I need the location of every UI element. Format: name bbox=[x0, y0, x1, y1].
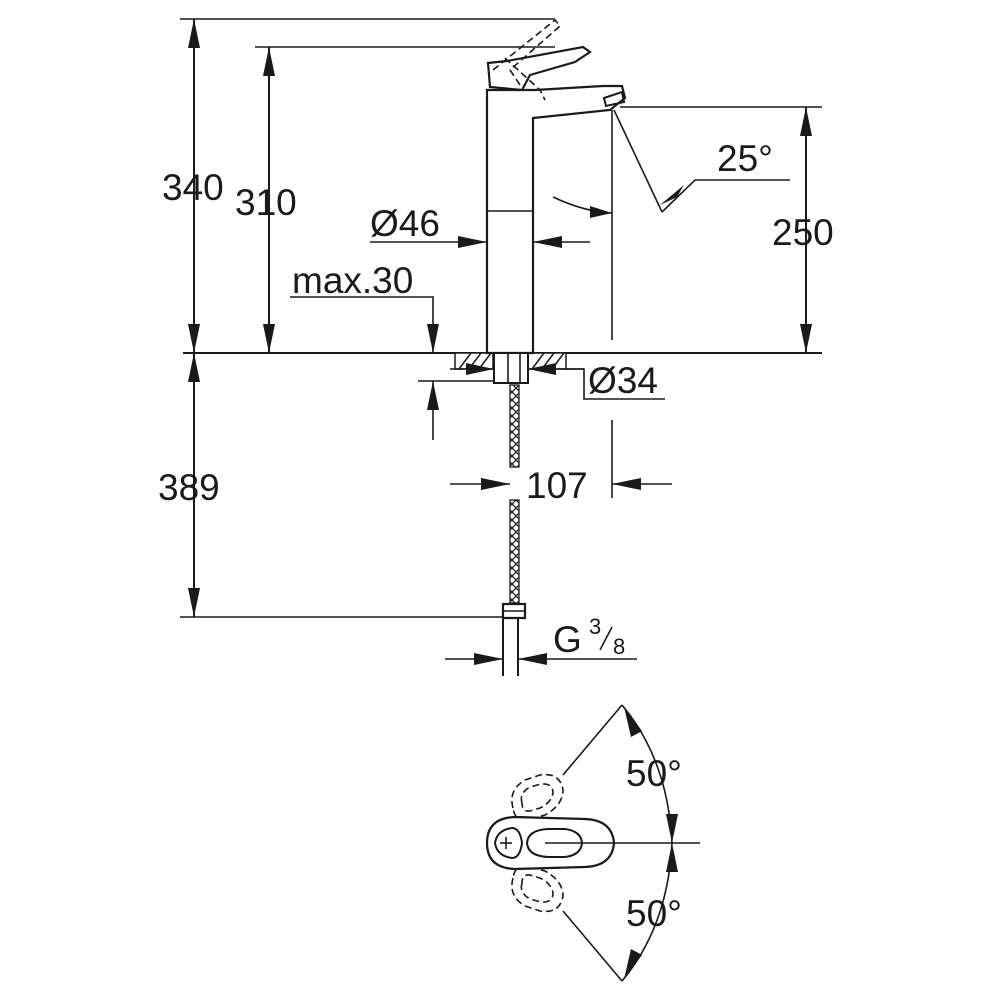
mounting-nut bbox=[493, 352, 529, 384]
dimension-thread: G 3 8 bbox=[445, 614, 637, 665]
lever-rotated-up bbox=[511, 773, 564, 822]
body-diameter-label: Ø46 bbox=[370, 203, 440, 244]
dimension-spout-height: 250 bbox=[620, 106, 834, 353]
deck-thickness-label: max.30 bbox=[292, 260, 413, 301]
spout-angle-label: 25° bbox=[717, 138, 773, 179]
spout-height-label: 250 bbox=[772, 212, 834, 253]
supply-hose-lower bbox=[509, 499, 520, 604]
spout-reach-label: 107 bbox=[526, 465, 588, 506]
lever-handle-open-position bbox=[492, 18, 562, 86]
faucet-side-view bbox=[183, 18, 822, 676]
lever-angle-top-label: 50° bbox=[626, 753, 682, 794]
lever-handle bbox=[486, 45, 592, 92]
lever-angle-bottom-label: 50° bbox=[626, 893, 682, 934]
dimension-lever-height: 310 bbox=[235, 46, 555, 353]
faucet-body bbox=[485, 84, 627, 355]
aerator bbox=[602, 90, 626, 108]
dimension-hose-length: 389 bbox=[158, 353, 503, 618]
dimension-body-diameter: Ø46 bbox=[370, 203, 590, 248]
dimension-hole-diameter: Ø34 bbox=[450, 360, 665, 401]
lever-rotated-down bbox=[511, 864, 564, 913]
dimension-spout-reach: 107 bbox=[450, 420, 672, 506]
dimension-total-height: 340 bbox=[162, 18, 555, 353]
thread-denominator: 8 bbox=[613, 634, 625, 659]
total-height-label: 340 bbox=[162, 167, 224, 208]
angle-line-down bbox=[562, 910, 623, 982]
thread-label: G bbox=[553, 619, 582, 660]
dimension-deck-thickness: max.30 bbox=[290, 260, 494, 440]
supply-hose-upper bbox=[509, 384, 520, 468]
hose-length-label: 389 bbox=[158, 467, 220, 508]
hole-diameter-label: Ø34 bbox=[588, 360, 658, 401]
dimension-spout-angle: 25° bbox=[552, 109, 790, 340]
thread-numerator: 3 bbox=[589, 614, 601, 639]
faucet-top-view: 50° 50° bbox=[485, 704, 700, 982]
angle-line-up bbox=[562, 704, 623, 776]
lever-height-label: 310 bbox=[235, 182, 297, 223]
